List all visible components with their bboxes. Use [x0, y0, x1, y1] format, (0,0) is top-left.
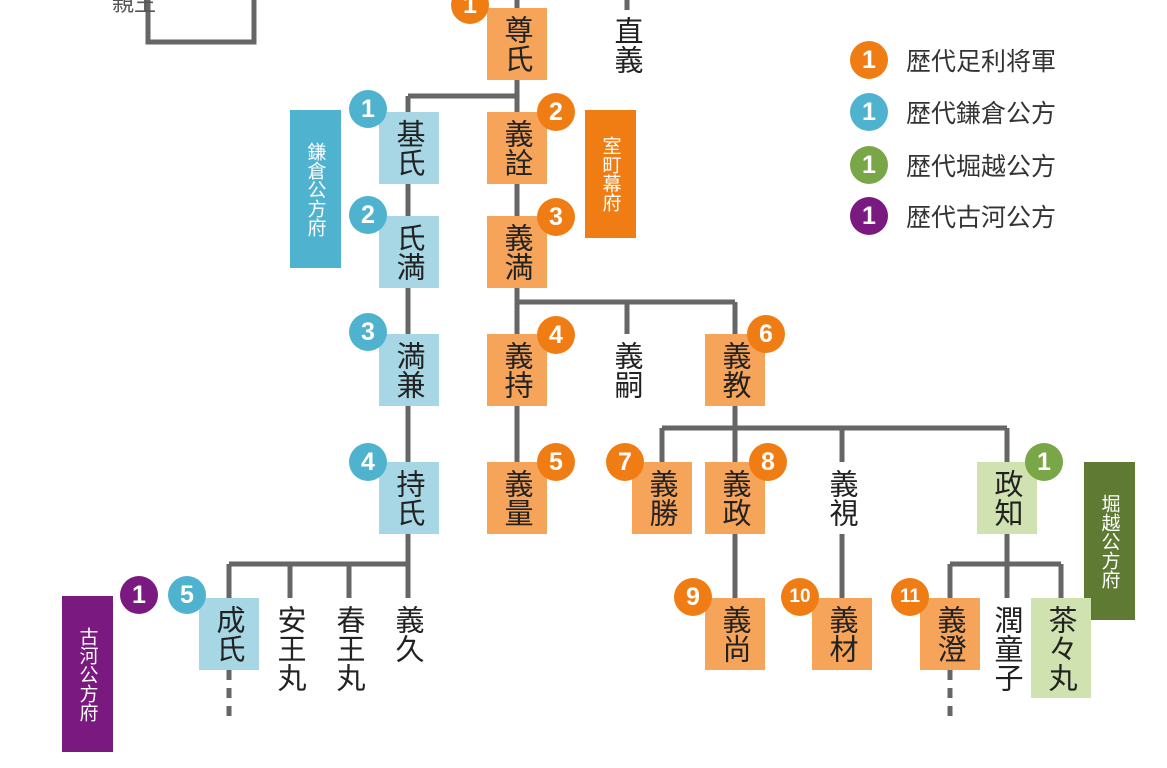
- muromachi-bakufu-text: 室町幕府: [599, 136, 622, 212]
- cropped-ancestor-label: 親王: [112, 0, 157, 17]
- mochiuji-kamakura-badge: 4: [349, 443, 387, 481]
- yoshikazu-shogun-badge: 5: [537, 443, 575, 481]
- yoshihisa-shogun-badge: 9: [674, 578, 712, 616]
- person-yoshihisa-kamakura-name: 義久: [391, 605, 425, 663]
- person-yoshihisa-kamakura: 義久: [378, 598, 438, 670]
- legend-horigoe-badge: 1: [850, 146, 888, 184]
- yoshimasa-shogun-badge: 8: [749, 443, 787, 481]
- koga-kubo-text: 古河公方府: [76, 626, 99, 722]
- person-yoshitsugu-name: 義嗣: [610, 341, 644, 399]
- kamakura-kubo-label: 鎌倉公方府: [290, 110, 341, 268]
- person-ujimitsu-name: 氏満: [392, 223, 426, 281]
- person-yoshiakira-name: 義詮: [500, 119, 534, 177]
- legend-kamakura-badge: 1: [850, 93, 888, 131]
- person-yoshimi: 義視: [812, 462, 872, 534]
- legend-horigoe: 1 歴代堀越公方: [850, 145, 1056, 185]
- ujimitsu-kamakura-badge: 2: [349, 196, 387, 234]
- shigeuji-kamakura-badge: 5: [168, 576, 206, 614]
- person-yoshiakira: 義詮: [487, 112, 547, 184]
- legend-shogun-badge: 1: [850, 41, 888, 79]
- yoshinori-shogun-badge: 6: [747, 315, 785, 353]
- person-shigeuji-name: 成氏: [212, 605, 246, 663]
- person-chachamaru: 茶々丸: [1031, 598, 1091, 698]
- yoshikatsu-shogun-badge: 7: [606, 443, 644, 481]
- person-yoshizumi-name: 義澄: [933, 605, 967, 663]
- yoshiakira-shogun-badge: 2: [537, 93, 575, 131]
- person-mochiuji-name: 持氏: [392, 469, 426, 527]
- person-jundoji-name: 潤童子: [990, 604, 1024, 692]
- person-mitsukane-name: 満兼: [392, 341, 426, 399]
- person-yoshimitsu-name: 義満: [500, 223, 534, 281]
- legend-koga: 1 歴代古河公方: [850, 196, 1056, 236]
- person-yasuomaru: 安王丸: [260, 598, 320, 698]
- motouji-kamakura-badge: 1: [349, 90, 387, 128]
- person-yoshimochi: 義持: [487, 334, 547, 406]
- person-yoshinori-name: 義教: [718, 341, 752, 399]
- legend-shogun: 1 歴代足利将軍: [850, 40, 1056, 80]
- person-takauji-name: 尊氏: [500, 15, 534, 73]
- horigoe-kubo-text: 堀越公方府: [1098, 493, 1121, 589]
- person-yoshiki: 義材: [812, 598, 872, 670]
- person-yoshimitsu: 義満: [487, 216, 547, 288]
- muromachi-bakufu-label: 室町幕府: [585, 110, 636, 238]
- person-yasuomaru-name: 安王丸: [273, 604, 307, 692]
- yoshizumi-shogun-badge: 11: [891, 578, 929, 616]
- person-haruomaru: 春王丸: [319, 598, 379, 698]
- horigoe-kubo-label: 堀越公方府: [1084, 462, 1135, 620]
- person-yoshikazu: 義量: [487, 462, 547, 534]
- person-haruomaru-name: 春王丸: [332, 604, 366, 692]
- koga-kubo-label: 古河公方府: [62, 596, 113, 752]
- person-yoshimasa-name: 義政: [718, 469, 752, 527]
- person-yoshikazu-name: 義量: [500, 469, 534, 527]
- legend-koga-badge: 1: [850, 197, 888, 235]
- shigeuji-koga-badge: 1: [120, 576, 158, 614]
- person-tadayoshi-name: 直義: [610, 16, 644, 74]
- legend-koga-label: 歴代古河公方: [906, 203, 1057, 232]
- legend-kamakura: 1 歴代鎌倉公方: [850, 92, 1056, 132]
- person-masatomo-name: 政知: [990, 469, 1024, 527]
- person-yoshikatsu-name: 義勝: [645, 469, 679, 527]
- person-jundoji: 潤童子: [977, 598, 1037, 698]
- person-chachamaru-name: 茶々丸: [1044, 604, 1078, 692]
- legend-horigoe-label: 歴代堀越公方: [906, 152, 1057, 181]
- person-takauji: 尊氏: [487, 8, 547, 80]
- person-ujimitsu: 氏満: [379, 216, 439, 288]
- legend-kamakura-label: 歴代鎌倉公方: [906, 99, 1057, 128]
- person-yoshiki-name: 義材: [825, 605, 859, 663]
- person-tadayoshi: 直義: [597, 10, 657, 80]
- person-motouji: 基氏: [379, 112, 439, 184]
- person-yoshikatsu: 義勝: [632, 462, 692, 534]
- person-yoshizumi: 義澄: [920, 598, 980, 670]
- yoshiki-shogun-badge: 10: [781, 578, 819, 616]
- person-masatomo: 政知: [977, 462, 1037, 534]
- person-mochiuji: 持氏: [379, 462, 439, 534]
- person-mitsukane: 満兼: [379, 334, 439, 406]
- person-yoshihisa-name: 義尚: [718, 605, 752, 663]
- kamakura-kubo-text: 鎌倉公方府: [304, 141, 327, 237]
- person-yoshimochi-name: 義持: [500, 341, 534, 399]
- person-motouji-name: 基氏: [392, 119, 426, 177]
- legend-shogun-label: 歴代足利将軍: [906, 47, 1057, 76]
- person-yoshimi-name: 義視: [825, 469, 859, 527]
- person-yoshihisa: 義尚: [705, 598, 765, 670]
- person-yoshitsugu: 義嗣: [597, 334, 657, 406]
- yoshimochi-shogun-badge: 4: [537, 316, 575, 354]
- yoshimitsu-shogun-badge: 3: [537, 198, 575, 236]
- masatomo-horigoe-badge: 1: [1025, 443, 1063, 481]
- person-shigeuji: 成氏: [199, 598, 259, 670]
- mitsukane-kamakura-badge: 3: [349, 313, 387, 351]
